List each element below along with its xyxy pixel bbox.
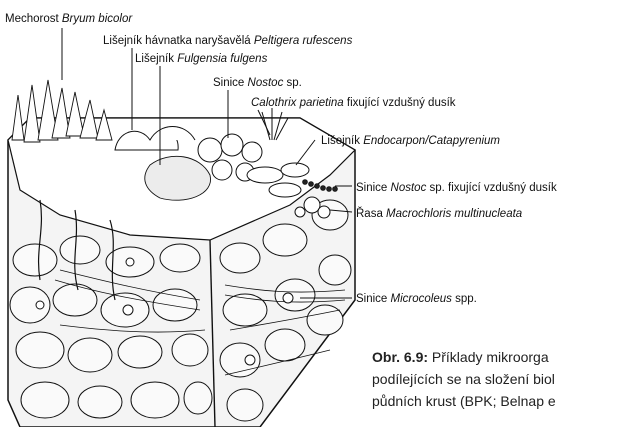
label-nostoc-top: Sinice Nostoc sp.: [213, 77, 302, 89]
label-calothrix: Calothrix parietina fixující vzdušný dus…: [251, 97, 456, 109]
label-fulgensia: Lišejník Fulgensia fulgens: [135, 53, 268, 65]
caption-line-3: půdních krust (BPK; Belnap e: [372, 390, 635, 412]
caption-line1-text: Příklady mikroorga: [428, 349, 549, 365]
label-endocarpon: Lišejník Endocarpon/Catapyrenium: [321, 135, 500, 147]
moss-tufts: [12, 80, 112, 142]
label-peltigera: Lišejník hávnatka naryšavělá Peltigera r…: [103, 35, 353, 47]
caption-line-2: podílejících se na složení biol: [372, 368, 635, 390]
figure-caption: Obr. 6.9: Příklady mikroorga podílejícíc…: [372, 346, 635, 427]
caption-lead: Obr. 6.9:: [372, 349, 428, 365]
label-macrochloris: Řasa Macrochloris multinucleata: [356, 207, 522, 220]
label-nostoc-fixing: Sinice Nostoc sp. fixující vzdušný dusík: [356, 182, 557, 194]
caption-line-1: Obr. 6.9: Příklady mikroorga: [372, 346, 635, 368]
label-bryum: Mechorost Bryum bicolor: [5, 13, 133, 25]
label-microcoleus: Sinice Microcoleus spp.: [356, 293, 477, 305]
